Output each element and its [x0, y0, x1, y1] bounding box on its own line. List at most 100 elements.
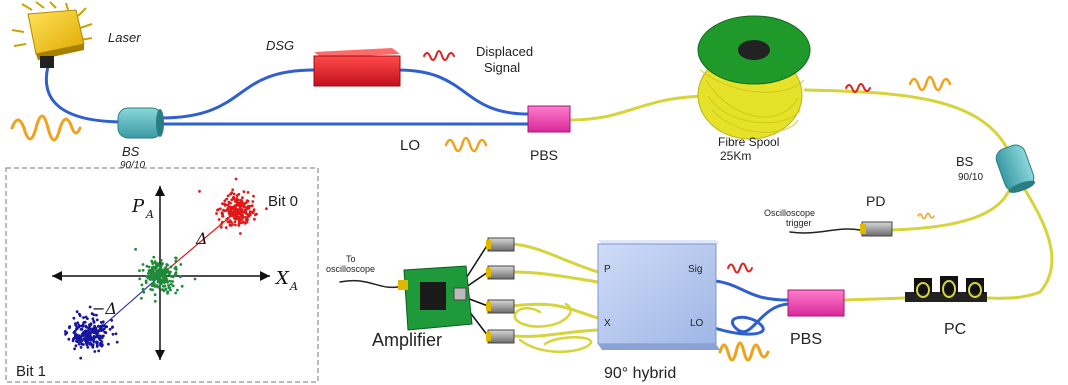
fibre-spool-label-line1: Fibre Spool [718, 135, 779, 149]
cable-trigger [789, 228, 861, 234]
wave-spool-orange [908, 75, 952, 92]
fiber-hybrid-to-pd3 [510, 302, 600, 320]
scatter-point [88, 305, 92, 309]
scatter-point [99, 327, 102, 330]
scatter-point [169, 288, 172, 292]
scatter-point [160, 264, 163, 267]
scatter-point [167, 283, 170, 287]
scatter-point [67, 337, 71, 341]
scatter-point [245, 207, 248, 211]
scatter-point [246, 218, 249, 222]
scatter-point [155, 285, 159, 288]
bit1-label: Bit 1 [16, 363, 46, 380]
fiber-bs-to-dsg [158, 68, 316, 120]
photodiode-array [486, 237, 515, 344]
scatter-point [237, 222, 241, 226]
wave-packets [10, 50, 952, 362]
scatter-point [166, 263, 169, 267]
scatter-point [226, 203, 230, 207]
scatter-point [152, 255, 156, 259]
hybrid-port-sig: Sig [688, 264, 702, 275]
bs-right-ratio: 90/10 [958, 172, 983, 183]
scatter-point [217, 218, 221, 221]
scatter-point [237, 212, 240, 216]
scatter-point [148, 276, 151, 280]
scatter-point [114, 332, 118, 336]
scatter-point [251, 211, 255, 215]
scatter-point [232, 216, 236, 220]
scatter-point [231, 212, 235, 215]
scatter-point [86, 345, 90, 349]
scatter-point [93, 324, 96, 328]
scatter-point [253, 217, 256, 221]
scatter-point [84, 336, 88, 340]
scatter-point [95, 340, 98, 344]
scatter-point [176, 288, 179, 292]
scatter-point [179, 275, 182, 279]
cable-to-oscilloscope [339, 280, 403, 288]
scatter-point [76, 336, 80, 339]
scatter-point [94, 327, 98, 331]
scatter-point [158, 271, 162, 274]
p-axis-subscript: A [145, 208, 154, 221]
scatter-point [226, 220, 230, 224]
scatter-point [162, 279, 166, 282]
scatter-point [169, 270, 172, 274]
wave-lo [444, 136, 488, 153]
fibre-spool-label-line2: 25Km [720, 149, 751, 163]
scatter-point [234, 199, 238, 203]
scatter-point [255, 212, 258, 216]
scatter-point [147, 265, 151, 269]
scatter-point [230, 198, 234, 202]
polarization-controller: PC [905, 276, 987, 338]
scatter-point [84, 333, 87, 337]
hybrid-90: P X Sig LO 90° hybrid [597, 240, 720, 382]
scatter-point [77, 342, 81, 346]
scatter-point [229, 209, 233, 213]
scatter-point [168, 279, 172, 283]
scatter-point [226, 216, 230, 220]
scatter-point [95, 318, 99, 322]
scatter-point [148, 274, 152, 278]
scatter-point [166, 290, 170, 294]
beam-splitter-top: BS 90/10 [117, 107, 164, 171]
amp-wires [455, 243, 489, 337]
fiber-coil-small [513, 302, 572, 328]
fiber-pc-to-pbs [843, 296, 907, 302]
scatter-point [153, 260, 157, 263]
scatter-point [85, 339, 89, 342]
scatter-point [105, 325, 109, 329]
scatter-point [152, 267, 156, 271]
scatter-point [102, 324, 106, 328]
scatter-point [225, 197, 229, 201]
scatter-point [171, 280, 175, 283]
pbs-bottom: PBS [787, 289, 845, 348]
scatter-point [79, 340, 82, 344]
scatter-point [91, 330, 95, 334]
scatter-point [234, 177, 238, 181]
scatter-point [251, 200, 255, 203]
dsg-modulator: DSG Displaced Signal [266, 38, 533, 87]
scatter-point [79, 328, 83, 331]
scatter-point [84, 324, 88, 328]
scatter-point [92, 313, 96, 317]
laser: Laser [11, 1, 141, 68]
scatter-point [163, 284, 167, 288]
scatter-point [232, 192, 236, 196]
scatter-point [111, 325, 114, 329]
scatter-point [92, 334, 96, 338]
scatter-point [215, 212, 218, 215]
scatter-point [144, 281, 148, 285]
scatter-point [241, 220, 245, 224]
scatter-point [108, 327, 112, 331]
scatter-point [246, 191, 250, 194]
pd-label: PD [866, 193, 885, 209]
cluster-center [134, 247, 197, 303]
scatter-point [141, 268, 145, 272]
beam-splitter-right: BS 90/10 [956, 144, 1036, 193]
scatter-point [140, 283, 144, 287]
scatter-point [164, 277, 168, 281]
scatter-point [89, 335, 93, 339]
bs-top-label: BS [122, 144, 140, 159]
scatter-point [150, 259, 154, 263]
